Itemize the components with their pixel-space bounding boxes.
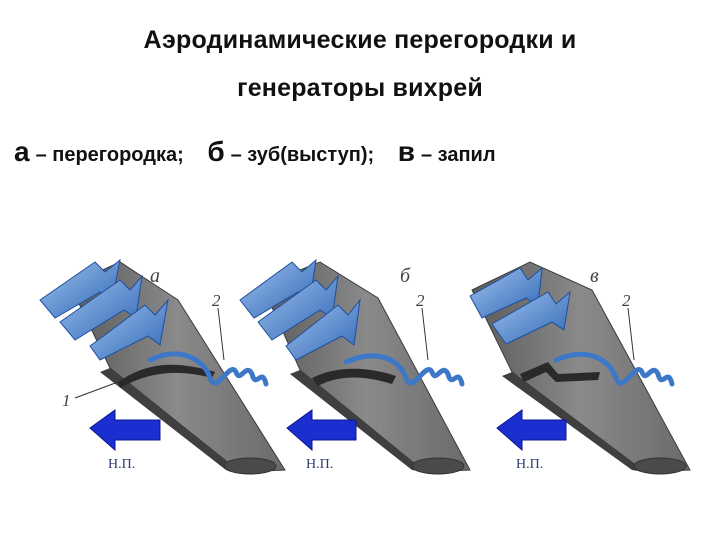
panel-b-label-2: 2 bbox=[416, 291, 425, 310]
legend-line: а– перегородка; б– зуб(выступ); в– запил bbox=[14, 136, 496, 168]
panel-a-letter: а bbox=[150, 265, 160, 287]
panel-v-label-2: 2 bbox=[622, 291, 631, 310]
wing-fence-a bbox=[118, 364, 215, 388]
flight-direction-arrow-a bbox=[89, 409, 161, 452]
airflow-arrows-a bbox=[39, 258, 169, 361]
airflow-arrows-b bbox=[239, 258, 361, 361]
panel-a-label-1: 1 bbox=[62, 391, 71, 410]
panel-v bbox=[469, 261, 691, 475]
panel-a-flight-dir: Н.П. bbox=[108, 457, 135, 472]
panel-b-letter: б bbox=[400, 265, 411, 287]
panel-v-flight-dir: Н.П. bbox=[516, 457, 543, 472]
legend-letter-v: в bbox=[397, 136, 415, 167]
panel-b-flight-dir: Н.П. bbox=[306, 457, 333, 472]
panel-a-label-2: 2 bbox=[212, 291, 221, 310]
vortex-b bbox=[343, 353, 465, 387]
legend-text-v: – запил bbox=[420, 144, 496, 166]
panel-v-letter: в bbox=[590, 265, 599, 287]
legend-letter-b: б bbox=[207, 136, 225, 167]
flight-direction-arrow-v bbox=[496, 409, 567, 452]
slide-title-line-1: Аэродинамические перегородки и bbox=[143, 26, 577, 54]
vortex-a bbox=[147, 351, 269, 387]
airflow-arrows-v bbox=[469, 266, 571, 345]
wing-notch-v bbox=[520, 362, 600, 382]
wing-tooth-b bbox=[312, 368, 396, 386]
legend-letter-a: а bbox=[14, 136, 30, 167]
panel-a bbox=[39, 258, 286, 475]
legend-text-b: – зуб(выступ); bbox=[230, 144, 375, 166]
flight-direction-arrow-b bbox=[286, 409, 357, 452]
legend-text-a: – перегородка; bbox=[35, 144, 184, 166]
panel-b bbox=[239, 258, 471, 475]
vortex-v bbox=[553, 351, 675, 387]
slide-title-line-2: генераторы вихрей bbox=[237, 74, 483, 102]
